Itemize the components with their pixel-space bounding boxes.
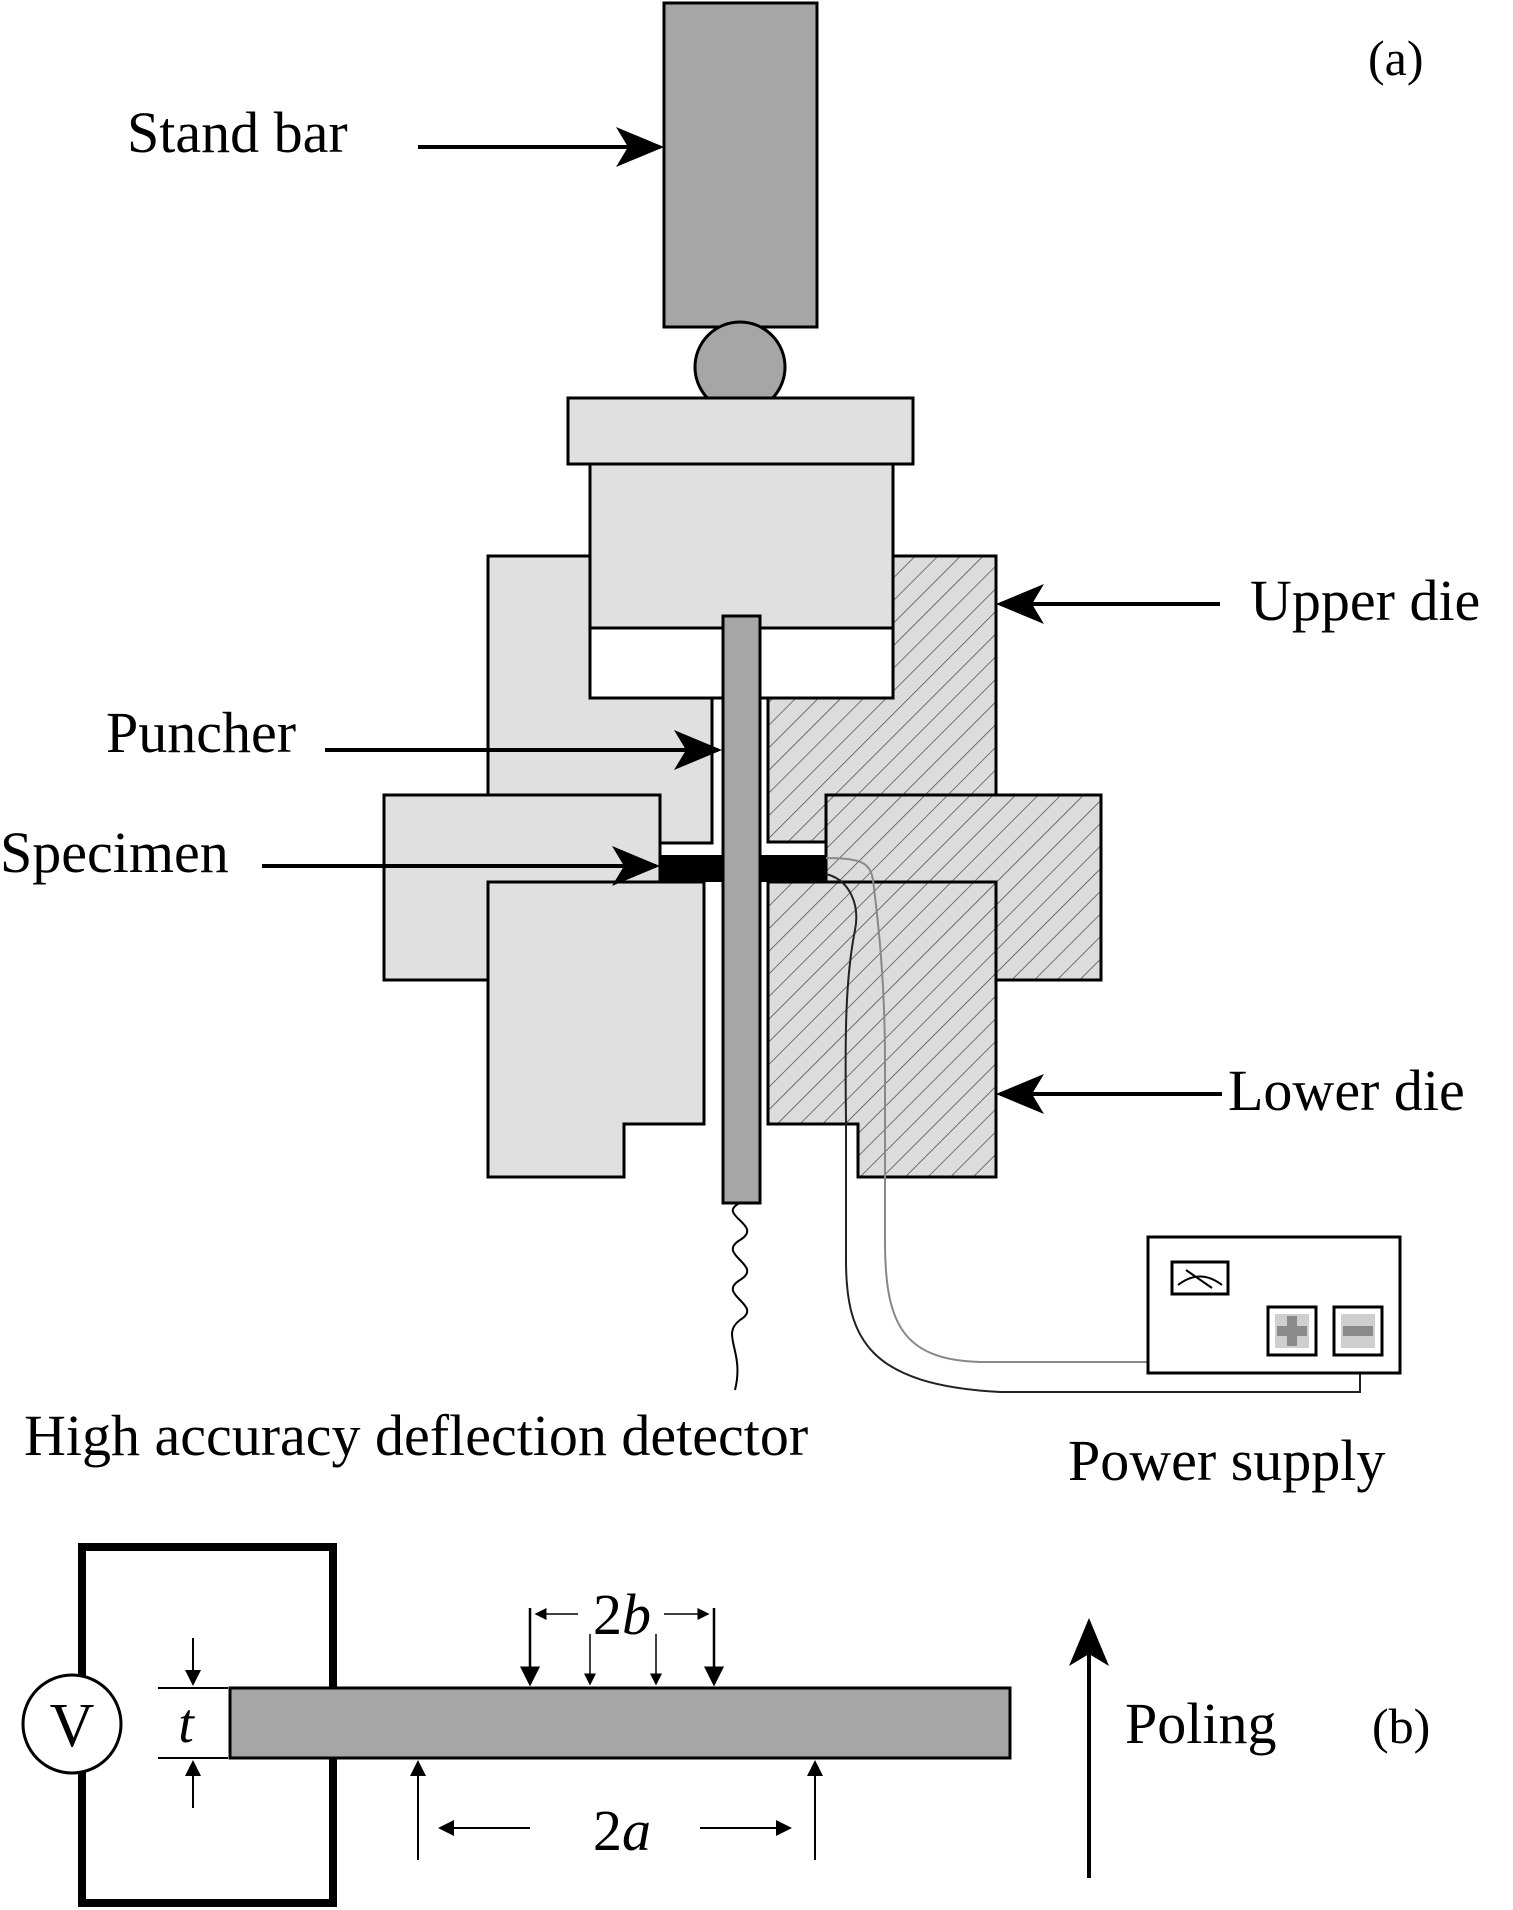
specimen-label: Specimen [0,820,229,885]
stand-bar-label: Stand bar [127,100,348,165]
panel-b: V t 2b 2a Poling (b) [21,1543,1430,1907]
power-supply-label: Power supply [1068,1428,1385,1493]
negative-terminal-icon [1332,1305,1384,1357]
detector-wire [730,1202,749,1391]
poling-label: Poling [1125,1691,1277,1756]
voltmeter-icon [21,1673,123,1775]
puncher-label: Puncher [106,700,296,765]
wire-negative [825,873,1361,1393]
detector-label: High accuracy deflection detector [24,1403,808,1468]
lower-die-left [486,880,706,1179]
meter-icon [1170,1260,1230,1296]
dim-2b-label: 2b [593,1582,651,1647]
lower-die-label: Lower die [1228,1058,1465,1123]
voltmeter-label: V [50,1692,95,1760]
panel-a: (a) [0,1,1480,1493]
thickness-label: t [178,1693,195,1755]
panel-b-label: (b) [1372,1698,1430,1754]
upper-die-label: Upper die [1250,568,1480,633]
panel-a-label: (a) [1368,30,1424,86]
dim-2a-label: 2a [593,1798,651,1863]
wire-positive [825,857,1290,1363]
piezo-plate [228,1686,1012,1760]
stand-bar [662,1,819,329]
puncher-rod [721,614,762,1205]
positive-terminal-icon [1266,1305,1318,1357]
top-plate [566,396,915,466]
lower-die-right [766,880,998,1179]
